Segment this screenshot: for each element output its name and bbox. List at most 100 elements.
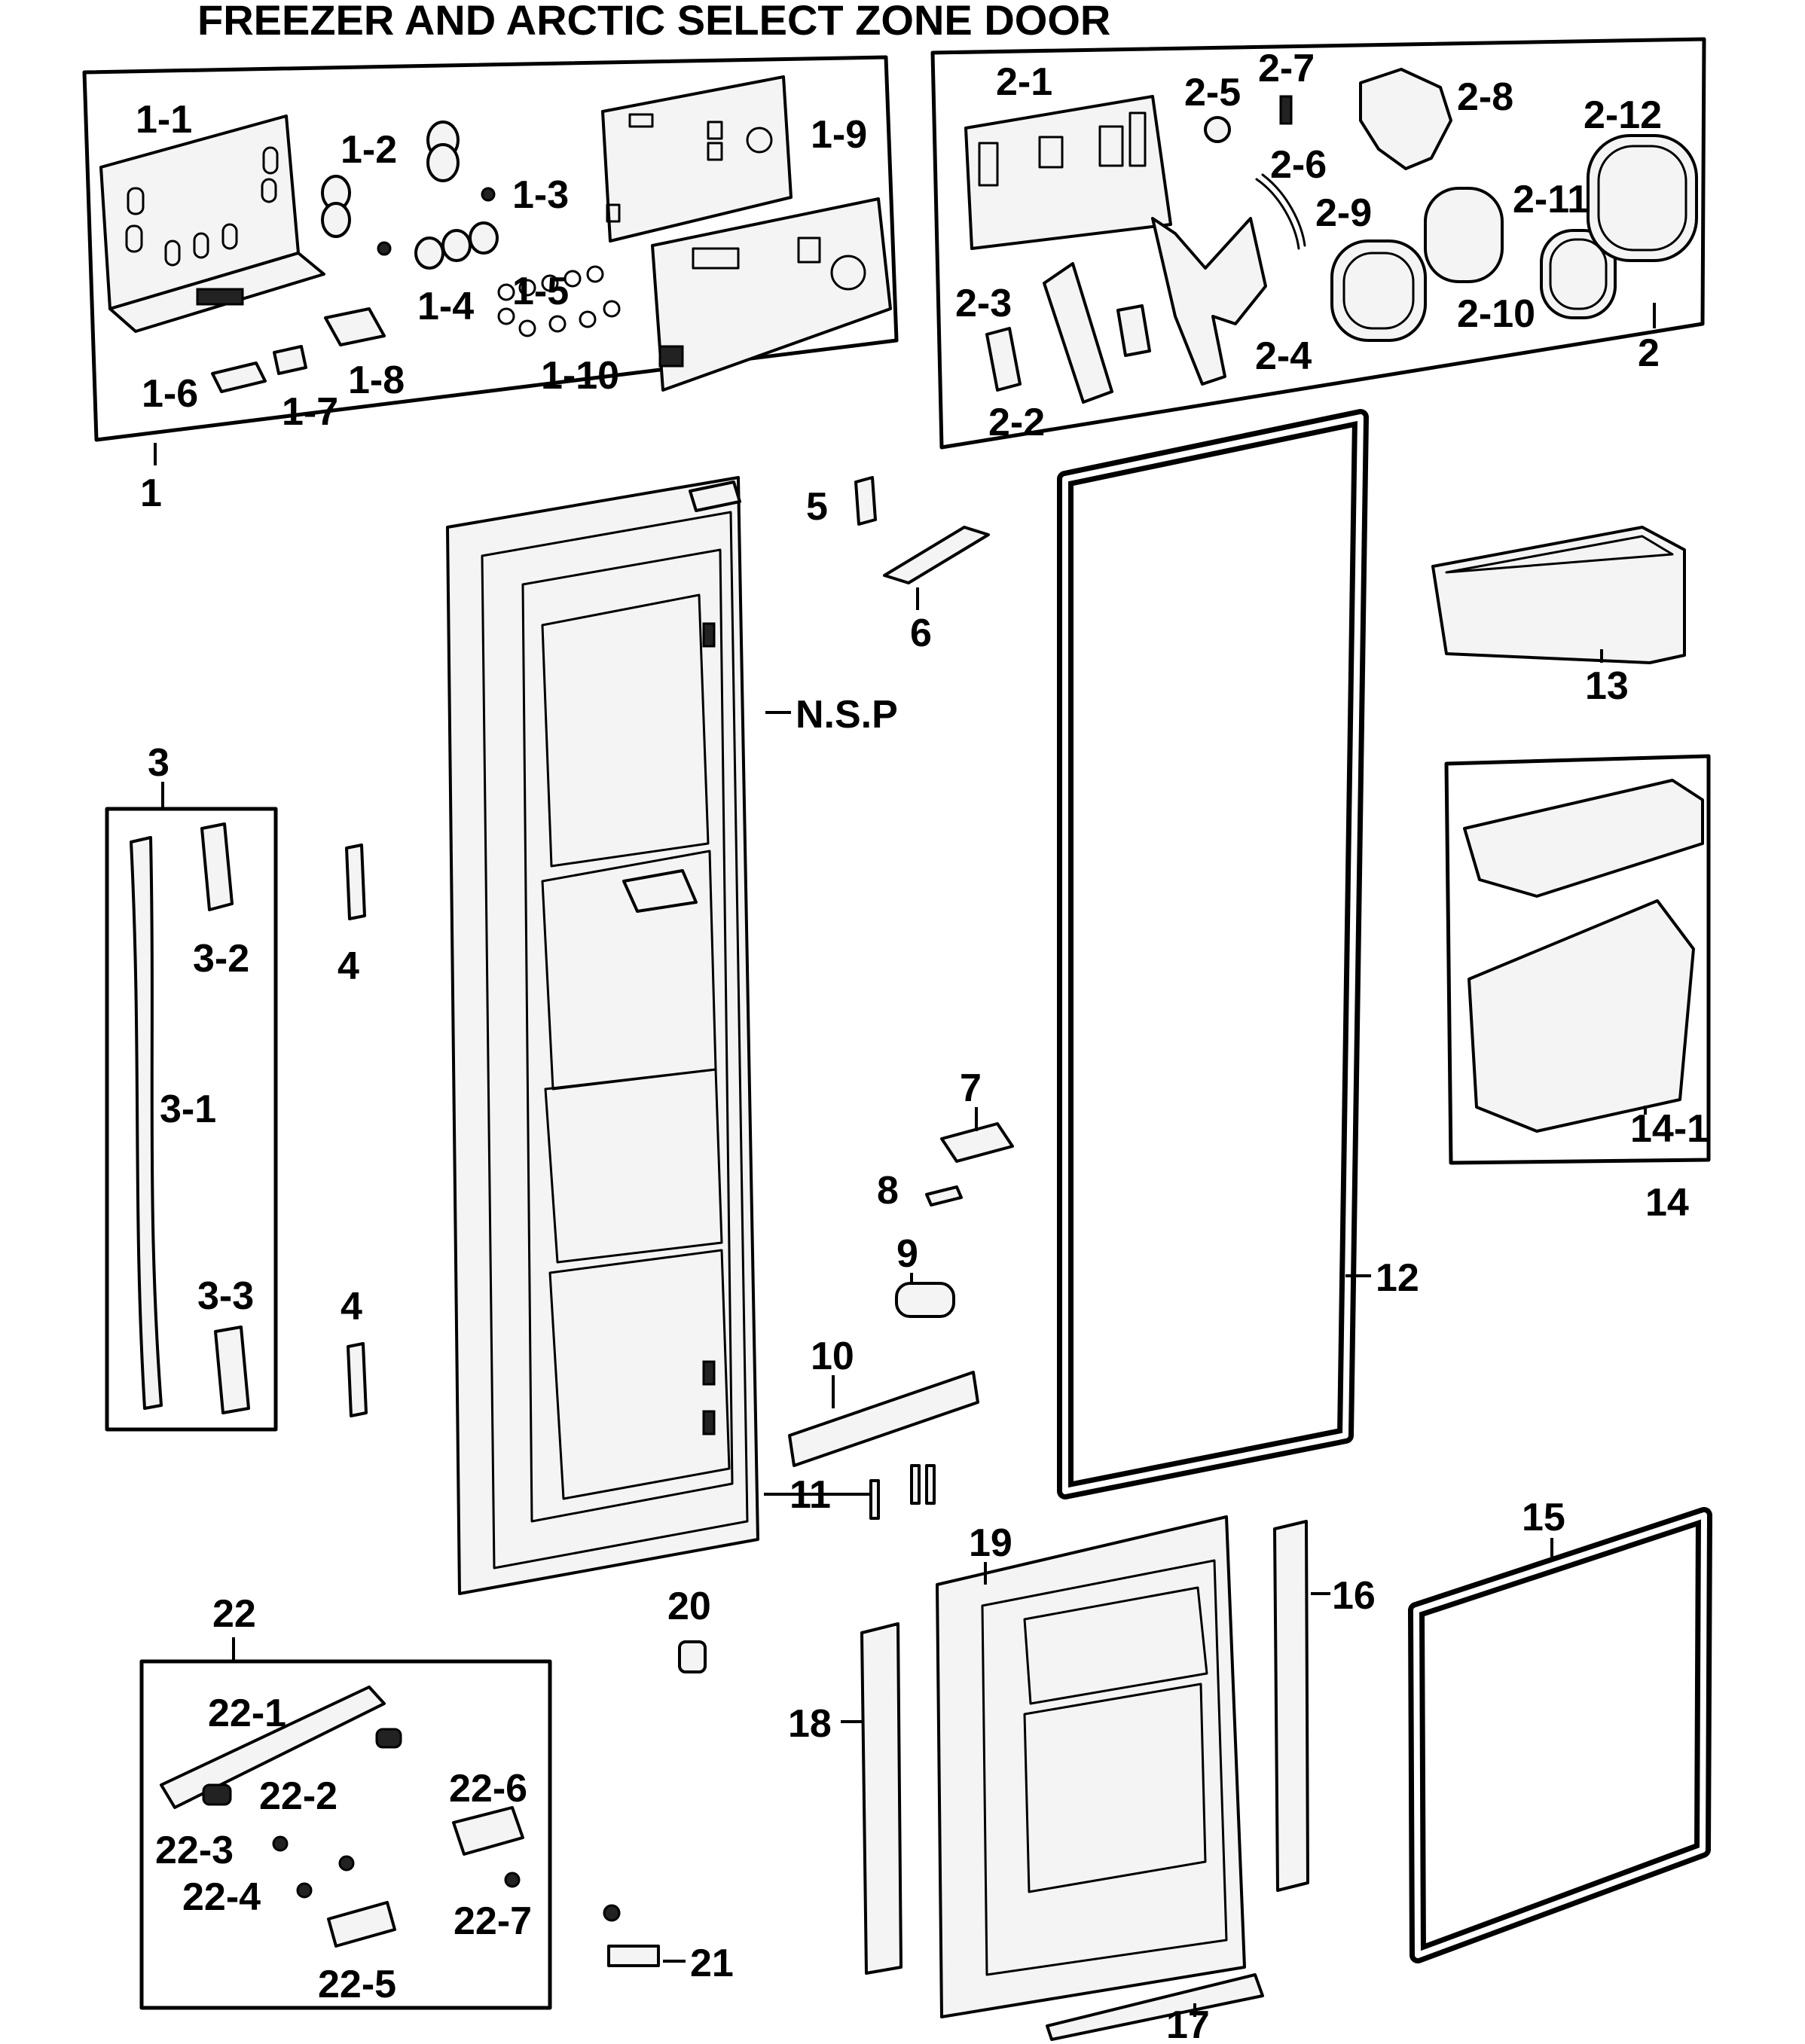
group-14-box xyxy=(1444,754,1711,1165)
group-2-box xyxy=(930,37,1706,450)
part-1-9 xyxy=(601,75,793,243)
part-1-4 xyxy=(414,221,499,270)
part-1-5 xyxy=(497,265,621,337)
label-1-2: 1-2 xyxy=(341,128,397,172)
label-nsp: N.S.P xyxy=(796,693,898,737)
label-2-1: 2-1 xyxy=(996,60,1052,104)
label-3: 3 xyxy=(148,741,170,785)
label-22-7: 22-7 xyxy=(454,1899,532,1943)
part-17 xyxy=(1046,1973,1264,2041)
part-2-5 xyxy=(1204,116,1231,143)
part-2-2 xyxy=(985,327,1022,392)
label-14-1: 14-1 xyxy=(1630,1107,1709,1151)
part-16 xyxy=(1273,1520,1309,1892)
part-2-1 xyxy=(964,95,1172,250)
label-1-4: 1-4 xyxy=(417,285,474,328)
label-1-1: 1-1 xyxy=(136,98,192,142)
label-2-6: 2-6 xyxy=(1270,143,1327,187)
part-14-1 xyxy=(1468,899,1695,1133)
label-2-4: 2-4 xyxy=(1255,334,1312,378)
part-6 xyxy=(883,526,990,584)
part-1-6 xyxy=(211,362,267,393)
label-1-10: 1-10 xyxy=(541,354,619,398)
label-7: 7 xyxy=(960,1066,982,1110)
labels: 1-1 1-2 1-3 1-4 1-5 1-6 1-7 1-8 1-9 1-10… xyxy=(136,47,1709,2044)
part-3-1 xyxy=(130,836,163,1410)
group-1-box xyxy=(82,55,899,442)
part-2-9 xyxy=(1330,239,1427,342)
part-9 xyxy=(895,1282,955,1318)
label-20: 20 xyxy=(667,1585,711,1628)
part-1-2 xyxy=(321,121,460,238)
label-1-3: 1-3 xyxy=(512,173,569,217)
part-1-3 xyxy=(377,187,496,256)
part-2-7 xyxy=(1279,95,1293,125)
part-3-3 xyxy=(214,1326,250,1414)
label-4-lower: 4 xyxy=(341,1285,362,1329)
part-13 xyxy=(1431,526,1686,664)
label-2-12: 2-12 xyxy=(1584,93,1662,137)
label-22-1: 22-1 xyxy=(208,1692,286,1735)
part-20 xyxy=(678,1640,707,1673)
part-2-8 xyxy=(1359,68,1452,170)
label-2-10: 2-10 xyxy=(1457,292,1535,336)
label-18: 18 xyxy=(788,1702,832,1746)
label-1: 1 xyxy=(140,471,162,515)
group-3-box xyxy=(105,807,278,1432)
label-13: 13 xyxy=(1585,664,1629,708)
label-8: 8 xyxy=(877,1169,899,1213)
part-22-3 xyxy=(272,1835,289,1852)
part-1-8 xyxy=(324,307,386,346)
label-2-9: 2-9 xyxy=(1315,191,1372,235)
group-22-box xyxy=(139,1659,552,2010)
label-3-3: 3-3 xyxy=(197,1274,254,1318)
label-22-6: 22-6 xyxy=(449,1767,527,1811)
label-14: 14 xyxy=(1645,1181,1689,1225)
part-4-lower xyxy=(347,1342,368,1417)
part-2-12 xyxy=(1587,134,1698,262)
label-2-8: 2-8 xyxy=(1457,75,1513,119)
label-3-2: 3-2 xyxy=(193,937,249,981)
label-4-upper: 4 xyxy=(337,944,359,988)
label-2-3: 2-3 xyxy=(955,282,1012,325)
label-2-7: 2-7 xyxy=(1258,47,1315,90)
label-16: 16 xyxy=(1332,1574,1376,1618)
label-2-11: 2-11 xyxy=(1513,178,1589,221)
label-9: 9 xyxy=(896,1232,918,1276)
part-22-6 xyxy=(452,1806,524,1856)
part-22-4 xyxy=(296,1855,355,1899)
label-5: 5 xyxy=(806,485,828,529)
label-2-5: 2-5 xyxy=(1184,71,1241,114)
part-3-2 xyxy=(200,822,234,911)
part-4-upper xyxy=(345,844,366,920)
part-22-1 xyxy=(160,1686,386,1809)
part-22-5 xyxy=(327,1901,396,1948)
part-7 xyxy=(940,1122,1014,1163)
part-11 xyxy=(869,1464,936,1520)
label-22-3: 22-3 xyxy=(155,1829,234,1872)
part-22-7 xyxy=(504,1872,521,1888)
part-5 xyxy=(854,476,877,526)
part-10 xyxy=(788,1371,979,1467)
label-1-8: 1-8 xyxy=(348,358,405,402)
label-15: 15 xyxy=(1522,1496,1565,1539)
part-1-7 xyxy=(273,345,307,375)
part-12 xyxy=(1057,409,1369,1499)
part-2-3 xyxy=(1043,262,1113,404)
label-1-7: 1-7 xyxy=(282,390,338,434)
part-1-10 xyxy=(651,197,892,392)
label-12: 12 xyxy=(1376,1256,1419,1300)
label-2-2: 2-2 xyxy=(988,401,1045,444)
label-17: 17 xyxy=(1166,2003,1210,2044)
label-10: 10 xyxy=(811,1335,854,1378)
part-15 xyxy=(1408,1507,1712,1963)
part-8 xyxy=(925,1185,963,1207)
part-2-4 xyxy=(1116,217,1267,386)
label-21: 21 xyxy=(690,1942,734,1985)
label-22-2: 22-2 xyxy=(259,1774,337,1818)
part-1-1 xyxy=(99,114,325,333)
label-1-6: 1-6 xyxy=(142,372,198,416)
part-18 xyxy=(860,1622,902,1975)
part-21 xyxy=(603,1904,660,1967)
